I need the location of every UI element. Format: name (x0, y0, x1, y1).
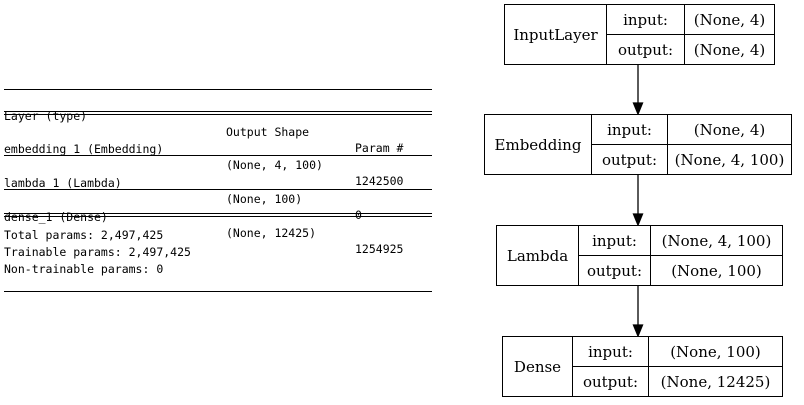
summary-rule (4, 189, 432, 190)
node-name: Embedding (485, 115, 592, 174)
node-name: InputLayer (505, 5, 607, 64)
edge-arrowhead (632, 213, 644, 227)
node-input-label: input: (592, 115, 668, 145)
node-input-value: (None, 4) (685, 5, 774, 35)
node-name: Lambda (497, 226, 579, 285)
node-input-label: input: (573, 337, 649, 367)
header-output-shape: Output Shape (226, 125, 310, 139)
node-output-value: (None, 100) (671, 261, 762, 280)
row-params: 1254925 (355, 242, 404, 256)
node-lambda: Lambda input: (None, 4, 100) output: (No… (496, 225, 783, 286)
node-output-value: (None, 4) (693, 40, 766, 59)
row-shape: (None, 4, 100) (226, 158, 323, 172)
edge-arrowhead (632, 102, 644, 116)
row-params: 1242500 (355, 174, 404, 188)
summary-rule (4, 155, 432, 156)
node-embedding: Embedding input: (None, 4) output: (None… (484, 114, 792, 175)
summary-header-row: Layer (type) Output Shape Param # (4, 92, 434, 155)
row-layer: lambda_1 (Lambda) (4, 176, 122, 190)
node-input-layer: InputLayer input: (None, 4) output: (Non… (504, 4, 775, 65)
summary-row: embedding_1 (Embedding) (None, 4, 100) 1… (4, 125, 434, 188)
total-params: Total params: 2,497,425 (4, 228, 164, 242)
summary-rule (4, 89, 432, 90)
node-output-value: (None, 12425) (660, 372, 771, 391)
node-input-label: input: (579, 226, 651, 256)
non-trainable-params: Non-trainable params: 0 (4, 262, 164, 276)
header-layer: Layer (type) (4, 109, 88, 123)
summary-double-rule (4, 213, 432, 217)
header-param: Param # (355, 141, 404, 155)
row-shape: (None, 12425) (226, 226, 317, 240)
node-input-value: (None, 4, 100) (651, 226, 782, 256)
node-input-value: (None, 4) (668, 115, 791, 145)
node-input-value: (None, 100) (649, 337, 782, 367)
summary-rule (4, 291, 432, 292)
summary-row: lambda_1 (Lambda) (None, 100) 0 (4, 159, 434, 222)
node-output-label: output: (579, 256, 651, 285)
edge-arrowhead (632, 324, 644, 338)
node-name: Dense (503, 337, 573, 396)
summary-double-rule (4, 111, 432, 115)
row-params: 0 (355, 208, 362, 222)
trainable-params: Trainable params: 2,497,425 (4, 245, 191, 259)
node-dense: Dense input: (None, 100) output: (None, … (502, 336, 783, 397)
row-layer: embedding_1 (Embedding) (4, 142, 164, 156)
row-shape: (None, 100) (226, 192, 303, 206)
node-output-label: output: (573, 367, 649, 396)
node-output-label: output: (592, 145, 668, 174)
node-input-label: input: (607, 5, 685, 35)
node-output-label: output: (607, 35, 685, 64)
node-output-value: (None, 4, 100) (674, 150, 785, 169)
